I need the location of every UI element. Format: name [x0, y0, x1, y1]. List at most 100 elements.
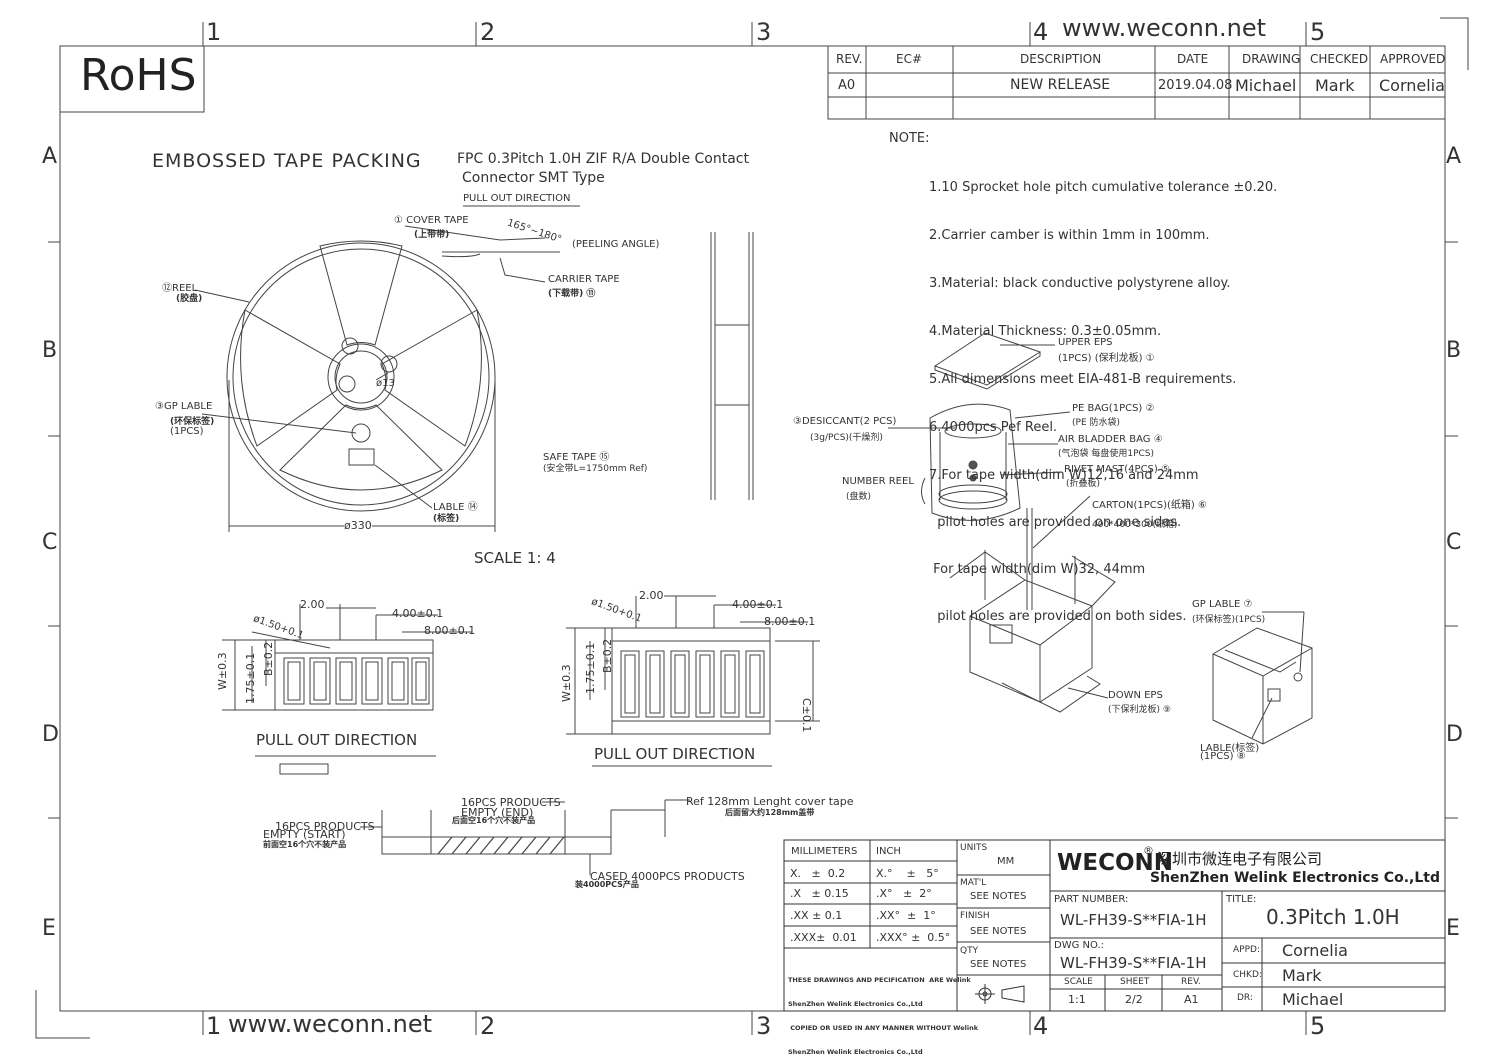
product-line-2: Connector SMT Type — [462, 170, 605, 186]
tol-inch-header: INCH — [876, 846, 901, 857]
pkg-upper-eps: UPPER EPS — [1058, 337, 1113, 348]
tol-inch-row: .X° ± 2° — [876, 887, 932, 900]
leader-products-start: 16PCS PRODUCTS — [275, 820, 375, 833]
dim-right-pitch8: 8.00±0.1 — [764, 615, 816, 628]
pkg-rivet: RIVET MAST(4PCS) ⑤ — [1064, 464, 1170, 475]
tol-mm-row: .XXX± 0.01 — [790, 931, 857, 944]
tol-mm-row: .X ± 0.15 — [790, 887, 849, 900]
zone-row-b-r: B — [1446, 338, 1462, 363]
revision-table — [827, 45, 1446, 120]
reel-side-view — [710, 232, 754, 500]
leader-cased-cn: 装4000PCS产品 — [575, 880, 639, 889]
zone-col-4b: 4 — [1033, 1012, 1049, 1040]
scale-label: SCALE — [1064, 977, 1093, 987]
pkg-down-eps: DOWN EPS — [1108, 690, 1163, 701]
label-gp-cn: (环保标签) — [170, 417, 215, 427]
note-line: 7.For tape width(dim W)12,16 and 24mm — [929, 468, 1199, 483]
pkg-pe-bag-cn: (PE 防水袋) — [1072, 418, 1120, 428]
units-label: UNITS — [960, 843, 988, 853]
rev-header-checked: CHECKED — [1310, 52, 1369, 66]
title-label: TITLE: — [1226, 894, 1257, 905]
pull-out-right: PULL OUT DIRECTION — [594, 745, 756, 763]
qty-label: QTY — [960, 946, 979, 956]
tol-inch-row: X.° ± 5° — [876, 867, 939, 880]
product-line-1: FPC 0.3Pitch 1.0H ZIF R/A Double Contact — [457, 151, 749, 167]
zone-col-2: 2 — [480, 18, 496, 46]
pkg-desiccant: ③DESICCANT(2 PCS) — [793, 416, 897, 427]
zone-row-e-r: E — [1446, 916, 1460, 941]
part-label: PART NUMBER: — [1054, 894, 1129, 905]
note-line: 6.4000pcs Pef Reel. — [929, 420, 1058, 435]
leader-empty-end-cn: 后面空16个穴不装产品 — [452, 816, 536, 825]
title-value: 0.3Pitch 1.0H — [1266, 905, 1400, 929]
leader-empty-end: EMPTY (END) — [461, 806, 534, 819]
pkg-carton: CARTON(1PCS)(纸箱) ⑥ — [1092, 500, 1207, 511]
zone-col-3: 3 — [756, 18, 772, 46]
pkg-rivet-cn: (折叠板) — [1066, 479, 1101, 489]
tol-inch-row: .XX° ± 1° — [876, 909, 936, 922]
note-line: pilot holes are provided on one sides. — [929, 515, 1182, 530]
rev-value-rev: A0 — [838, 78, 856, 93]
dim-left-w: W±0.3 — [216, 652, 229, 690]
tape-strip — [360, 799, 690, 875]
dr-label: DR: — [1237, 993, 1253, 1003]
zone-row-e: E — [42, 916, 56, 941]
dim-right-c: C±0.1 — [800, 698, 813, 733]
label-carrier-tape: CARRIER TAPE — [548, 274, 620, 285]
pkg-desiccant-qty: (3g/PCS)(干燥剂) — [810, 433, 883, 443]
rev-header-approved: APPROVED — [1380, 52, 1446, 66]
finish-value: SEE NOTES — [970, 926, 1027, 937]
matl-value: SEE NOTES — [970, 891, 1027, 902]
rev-header-ec: EC# — [896, 52, 923, 66]
zone-row-a-r: A — [1446, 144, 1462, 169]
dim-left-pitch4: 4.00±0.1 — [392, 607, 444, 620]
gp-label-box — [1212, 611, 1313, 745]
pkg-lable-qty: (1PCS) ⑧ — [1200, 751, 1246, 762]
tol-mm-row: X. ± 0.2 — [790, 867, 846, 880]
pkg-pe-bag: PE BAG(1PCS) ② — [1072, 403, 1155, 414]
dwg-value: WL-FH39-S**FIA-1H — [1060, 954, 1207, 972]
rev-header-drawing: DRAWING — [1242, 52, 1301, 66]
dim-left-e: 1.75±0.1 — [244, 652, 257, 704]
dim-left-pitch8: 8.00±0.1 — [424, 624, 476, 637]
dim-right-e: 1.75±0.1 — [584, 642, 597, 694]
zone-col-2b: 2 — [480, 1012, 496, 1040]
units-value: MM — [997, 856, 1015, 867]
tol-mm-header: MILLIMETERS — [791, 846, 858, 857]
rev-value: A1 — [1184, 993, 1199, 1006]
pkg-carton-size: 400*400*300(纸箱) — [1092, 520, 1178, 530]
tol-mm-row: .XX ± 0.1 — [790, 909, 843, 922]
company-name-en: ShenZhen Welink Electronics Co.,Ltd — [1150, 870, 1440, 886]
rohs-box — [59, 45, 205, 113]
leader-products-end: 16PCS PRODUCTS — [461, 796, 561, 809]
pkg-number-reel-cn: (盘数) — [846, 492, 872, 502]
rev-value-drawing: Michael — [1235, 76, 1297, 95]
pkg-upper-eps-qty: (1PCS) (保利龙板) ① — [1058, 353, 1155, 364]
pkg-air-bladder-cn: (气泡袋 每盘使用1PCS) — [1058, 449, 1155, 459]
leader-cased: CASED 4000PCS PRODUCTS — [590, 870, 745, 883]
leader-ref-cover: Ref 128mm Lenght cover tape — [686, 795, 854, 808]
website-bottom: www.weconn.net — [228, 1010, 433, 1038]
tape-plan-right — [566, 595, 820, 767]
tape-plan-left — [222, 604, 472, 775]
rev-value-checked: Mark — [1315, 76, 1355, 95]
pull-out-top: PULL OUT DIRECTION — [463, 193, 571, 204]
sheet-value: 2/2 — [1125, 993, 1143, 1006]
pkg-gp-lable: GP LABLE ⑦ — [1192, 599, 1253, 610]
dim-right-w: W±0.3 — [560, 664, 573, 702]
chkd-label: CHKD: — [1233, 970, 1262, 980]
label-gp: ③GP LABLE — [155, 401, 213, 412]
label-safe-tape: SAFE TAPE ⑮ — [543, 452, 610, 463]
reel-drawing — [194, 205, 580, 532]
website-top: www.weconn.net — [1062, 14, 1267, 42]
main-title: EMBOSSED TAPE PACKING — [152, 150, 422, 172]
label-safe-tape-cn: (安全带L=1750mm Ref) — [543, 464, 648, 474]
scale-note: SCALE 1: 4 — [474, 549, 556, 567]
label-peeling: (PEELING ANGLE) — [572, 239, 660, 250]
label-gp-qty: (1PCS) — [170, 426, 204, 437]
dim-right-pitch2: 2.00 — [639, 589, 664, 602]
notes-list: 1.10 Sprocket hole pitch cumulative tole… — [929, 148, 1277, 640]
rev-value-desc: NEW RELEASE — [1010, 77, 1111, 93]
pkg-number-reel: NUMBER REEL — [842, 476, 914, 487]
company-brand: WECONN — [1057, 850, 1174, 876]
